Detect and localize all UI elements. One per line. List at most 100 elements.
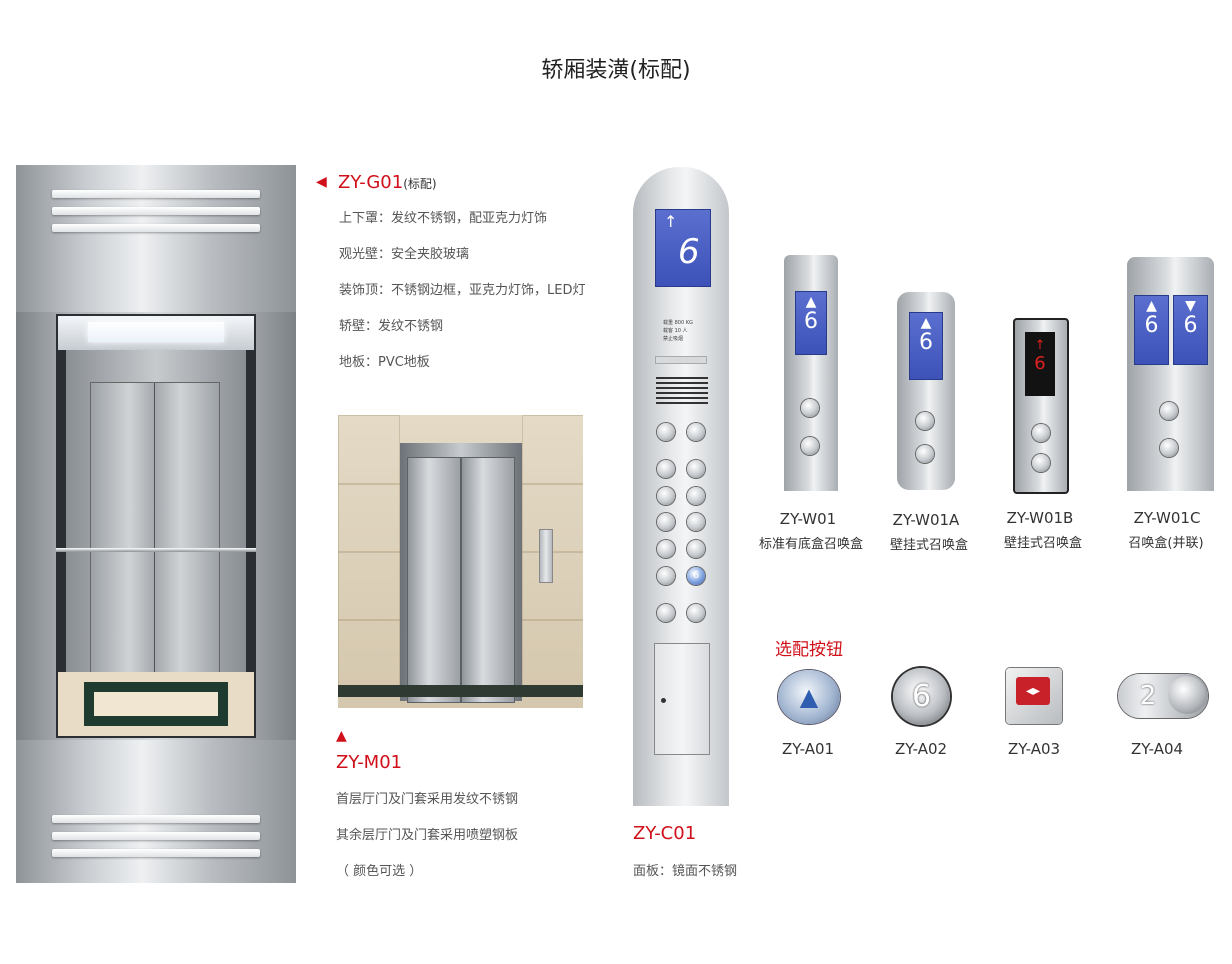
bottom-vent-slat [52, 832, 260, 840]
up-arrow-icon: ▲ [336, 728, 347, 744]
door-frame [400, 443, 522, 703]
down-arrow-icon: ▼ [1185, 298, 1196, 314]
hall-call-display-right: ▼ 6 [1173, 295, 1208, 365]
floor-button[interactable] [687, 540, 705, 558]
intercom-button[interactable] [687, 604, 705, 622]
option-code: ZY-A02 [894, 740, 948, 758]
cabin-ceiling [58, 316, 254, 350]
baseboard [338, 685, 583, 697]
floor-pattern [84, 682, 228, 726]
capacity-load: 载重 800 KG [663, 320, 693, 326]
door-leaf-right [461, 457, 515, 703]
car-spec-line: 观光壁：安全夹胶玻璃 [339, 247, 470, 262]
landing-spec-line: 首层厅门及门套采用发纹不锈钢 [336, 792, 519, 807]
hall-call-w01c: ▲ 6 ▼ 6 [1127, 257, 1214, 491]
door-leaf-left [407, 457, 461, 703]
option-button-a04[interactable]: 2 [1118, 674, 1208, 718]
floor-indicator: 6 [1183, 313, 1198, 338]
car-code: ZY-G01 [338, 172, 404, 193]
hall-call-w01b: ↑ 6 [1013, 318, 1069, 494]
option-button-a03[interactable]: ◂▸ [1006, 668, 1062, 724]
call-down-button[interactable] [1160, 439, 1178, 457]
floor-button[interactable] [687, 460, 705, 478]
hall-call-led-display: ↑ 6 [1025, 332, 1055, 396]
floor-button[interactable] [687, 487, 705, 505]
floor-indicator: 6 [919, 330, 933, 355]
floor-button[interactable] [657, 540, 675, 558]
cabin-handrail [56, 548, 256, 552]
option-code: ZY-A01 [781, 740, 835, 758]
hall-call-w01: ▲ 6 [784, 255, 838, 491]
door-close-button[interactable] [687, 423, 705, 441]
call-up-button[interactable] [916, 412, 934, 430]
car-tag: (标配) [403, 177, 437, 191]
floor-indicator: 6 [1144, 313, 1159, 338]
door-open-button[interactable] [657, 423, 675, 441]
floor-button-6[interactable]: 6 [687, 567, 705, 585]
landing-door-image [338, 415, 583, 708]
top-vent-slat [52, 190, 260, 198]
hall-call-code: ZY-W01A [892, 511, 960, 529]
call-down-button[interactable] [801, 437, 819, 455]
ceiling-light [88, 322, 224, 342]
card-reader-strip [655, 356, 707, 364]
keyhole-icon [661, 698, 666, 703]
hall-call-name: 标准有底盒召唤盒 [758, 537, 863, 552]
cop-code: ZY-C01 [633, 823, 697, 844]
optional-buttons-title: 选配按钮 [775, 640, 843, 660]
cabin-interior [56, 314, 256, 738]
up-arrow-icon: ▲ [920, 315, 932, 331]
floor-button[interactable] [657, 567, 675, 585]
hall-call-code: ZY-W01C [1133, 509, 1201, 527]
floor-button[interactable] [657, 460, 675, 478]
door-open-icon: ◂▸ [1016, 677, 1050, 705]
page-title: 轿厢装潢(标配) [541, 58, 691, 83]
bottom-vent-slat [52, 815, 260, 823]
alarm-button[interactable] [657, 604, 675, 622]
top-vent-slat [52, 224, 260, 232]
hall-call-w01a: ▲ 6 [897, 292, 955, 490]
hall-call-code: ZY-W01 [779, 510, 837, 528]
landing-door-code: ZY-M01 [336, 752, 403, 773]
floor-button[interactable] [657, 487, 675, 505]
call-down-button[interactable] [916, 445, 934, 463]
hall-call-name: 壁挂式召唤盒 [1003, 536, 1082, 551]
cabin-door [90, 382, 220, 674]
top-vent-slat [52, 207, 260, 215]
up-arrow-icon: ▲ [805, 294, 817, 310]
up-arrow-icon: ↑ [1034, 338, 1046, 353]
cabin-image [16, 165, 296, 883]
hall-call-display: ▲ 6 [909, 312, 943, 380]
car-spec-line: 装饰顶：不锈钢边框，亚克力灯饰，LED灯 [339, 283, 586, 298]
floor-button[interactable] [687, 513, 705, 531]
cop-spec: 面板：镜面不锈钢 [633, 864, 738, 879]
call-up-button[interactable] [801, 399, 819, 417]
car-spec-line: 上下罩：发纹不锈钢，配亚克力灯饰 [339, 211, 548, 226]
call-up-button[interactable] [1032, 424, 1050, 442]
hall-call-display-left: ▲ 6 [1134, 295, 1169, 365]
service-cabinet[interactable] [654, 643, 710, 755]
option-button-a01[interactable]: ▲ [778, 670, 840, 724]
hall-call-mini [539, 529, 553, 583]
floor-button[interactable] [657, 513, 675, 531]
speaker-grille [656, 377, 708, 405]
hall-call-display: ▲ 6 [795, 291, 827, 355]
option-code: ZY-A03 [1007, 740, 1061, 758]
cabin-glass-section [16, 312, 296, 740]
capacity-persons: 载客 10 人 [663, 328, 688, 334]
car-operating-panel: ↑ 6 载重 800 KG 载客 10 人 禁止吸烟 6 [633, 167, 729, 806]
push-button-cap [1168, 676, 1206, 714]
call-up-button[interactable] [1160, 402, 1178, 420]
cabin-floor [58, 672, 254, 736]
car-model-heading: ZY-G01(标配) [338, 172, 437, 193]
left-arrow-icon: ◀ [316, 174, 327, 190]
landing-spec-line: 其余层厅门及门套采用喷塑钢板 [336, 828, 519, 843]
option-code: ZY-A04 [1130, 740, 1184, 758]
car-spec-line: 轿壁：发纹不锈钢 [339, 319, 444, 334]
hall-call-name: 召唤盒(并联) [1128, 536, 1204, 551]
option-button-a02[interactable]: 6 [893, 668, 950, 725]
car-spec-line: 地板：PVC地板 [339, 355, 430, 370]
floor-number-label: 2 [1139, 681, 1157, 711]
call-down-button[interactable] [1032, 454, 1050, 472]
up-arrow-icon: ▲ [1146, 298, 1157, 314]
